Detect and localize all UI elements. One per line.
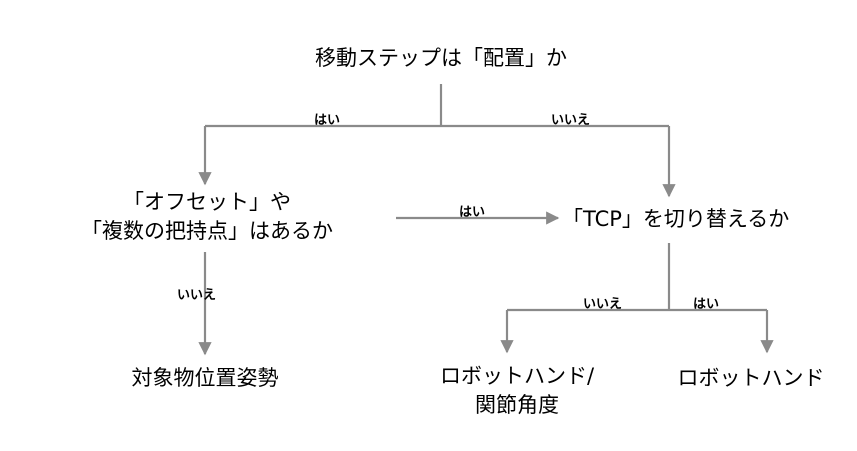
edge-label-offset-no: いいえ [177, 288, 217, 303]
edge-label-tcp-no: いいえ [583, 297, 623, 312]
node-handjoint-line-2: 関節角度 [475, 392, 559, 417]
node-offset-question: 「オフセット」や 「複数の把持点」はあるか [42, 188, 372, 246]
node-offset-line-2: 「複数の把持点」はあるか [81, 218, 333, 243]
node-tcp-question: 「TCP」を切り替えるか [562, 205, 852, 234]
node-hand-line-1: ロボットハンド [677, 366, 825, 390]
edge-label-tcp-yes: はい [693, 297, 720, 312]
node-handjoint-line-1: ロボットハンド/ [439, 364, 595, 388]
node-object-pose-result: 対象物位置姿勢 [85, 364, 325, 393]
edge-label-root-yes: はい [314, 113, 341, 128]
node-offset-line-1: 「オフセット」や [123, 190, 291, 214]
node-hand-joint-result: ロボットハンド/ 関節角度 [392, 362, 642, 420]
node-hand-result: ロボットハンド [645, 364, 857, 393]
node-root-line-1: 移動ステップは「配置」か [315, 46, 567, 70]
edge-label-offset-yes: はい [459, 205, 486, 220]
node-objpose-line-1: 対象物位置姿勢 [131, 366, 279, 390]
edge-label-root-no: いいえ [551, 113, 591, 128]
node-tcp-line-1: 「TCP」を切り替えるか [562, 207, 790, 231]
node-root-question: 移動ステップは「配置」か [283, 44, 599, 73]
